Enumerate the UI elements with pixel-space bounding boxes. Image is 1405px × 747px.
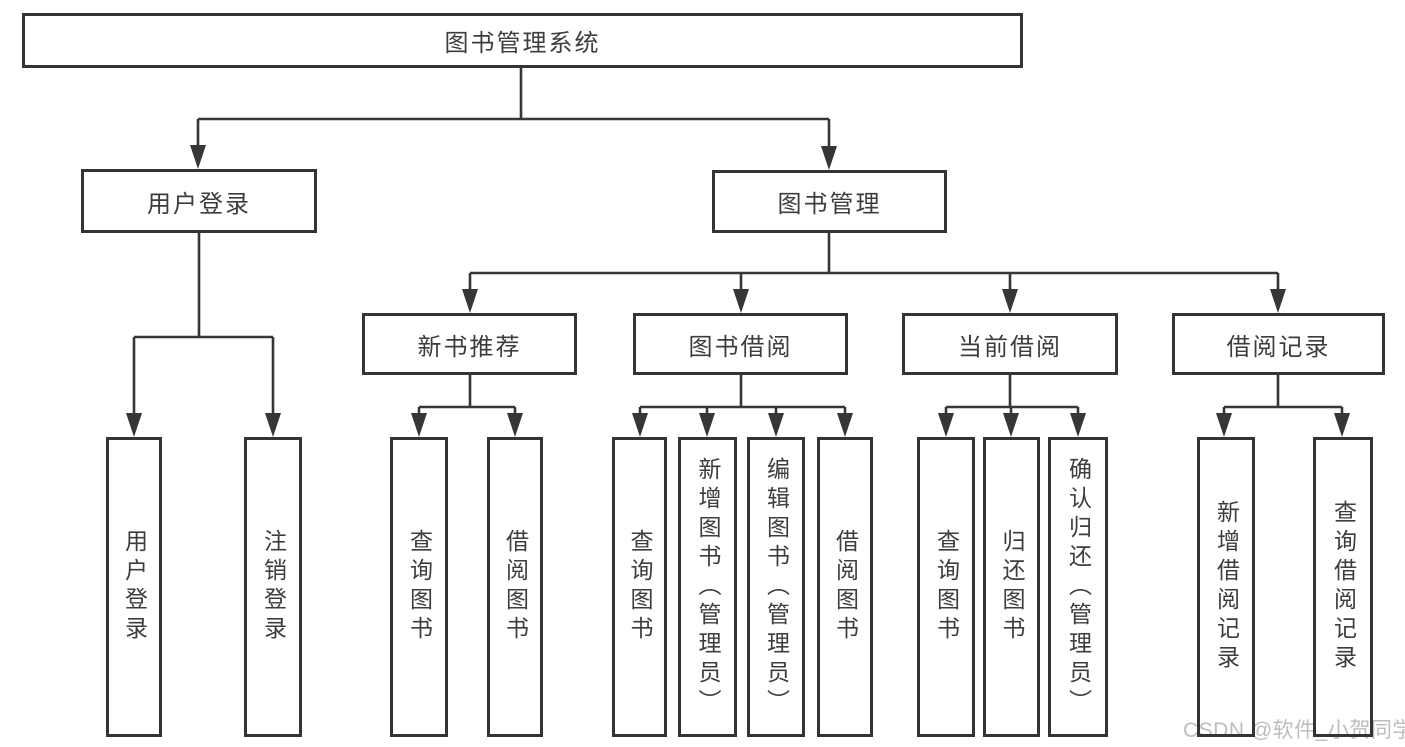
leaf-query-books-3: 查询图书 [917,437,975,737]
node-label: 图书管理 [777,191,882,218]
connector-user-login-branch [132,231,275,420]
node-label: 查询图书 [406,529,433,645]
arrowhead [1070,413,1086,437]
node-label: 注销登录 [260,529,287,645]
arrowhead [1003,413,1019,437]
node-label: 新书推荐 [417,333,522,361]
node-label: 新增图书（管理员） [695,456,721,718]
arrowhead [462,289,478,313]
connector-book-mgmt-branch [468,231,1280,292]
connector-current-branch [944,373,1080,420]
node-label: 图书管理系统 [444,30,601,57]
arrowhead [190,145,206,169]
connector-borrow-branch [638,373,847,420]
arrowhead [699,413,715,437]
node-label: 查询图书 [627,529,653,645]
arrowhead [1334,413,1350,437]
node-label: 用户登录 [147,190,251,218]
node-book-borrow: 图书借阅 [633,313,848,375]
leaf-logout: 注销登录 [244,437,302,737]
arrowhead [1002,289,1018,313]
node-label: 编辑图书（管理员） [763,456,790,718]
arrowhead [126,413,142,437]
node-label: 查询图书 [933,529,960,645]
connector-record-branch [1222,373,1344,420]
node-label: 新增借阅记录 [1213,500,1240,674]
arrowhead [821,146,837,170]
leaf-confirm-return-admin: 确认归还（管理员） [1048,437,1108,737]
connector-root-to-level2 [196,65,831,150]
node-user-login: 用户登录 [81,169,317,233]
node-label: 用户登录 [121,529,148,645]
node-book-management: 图书管理 [712,170,947,233]
node-current-borrow: 当前借阅 [902,313,1118,375]
node-label: 归还图书 [999,529,1025,645]
node-label: 图书借阅 [688,333,793,361]
arrowhead [938,413,954,437]
arrowhead [1270,289,1286,313]
leaf-edit-book-admin: 编辑图书（管理员） [747,437,805,737]
leaf-query-books-1: 查询图书 [390,437,448,737]
leaf-add-borrow-record: 新增借阅记录 [1197,437,1255,737]
leaf-borrow-books-2: 借阅图书 [817,437,873,737]
arrowhead [733,289,749,313]
node-label: 确认归还（管理员） [1065,456,1092,718]
csdn-watermark: CSDN @软件_小贺同学 [1183,719,1405,742]
node-label: 借阅图书 [502,529,529,645]
leaf-query-books-2: 查询图书 [612,437,667,737]
arrowhead [507,413,523,437]
arrowhead [837,413,853,437]
leaf-user-login: 用户登录 [106,437,162,737]
node-label: 借阅图书 [832,529,859,645]
node-label: 当前借阅 [958,333,1062,361]
leaf-add-book-admin: 新增图书（管理员） [678,437,737,737]
connector-newbook-branch [417,373,517,420]
arrowhead [265,413,281,437]
node-label: 查询借阅记录 [1330,500,1357,674]
arrowhead [768,413,784,437]
node-label: 借阅记录 [1226,333,1331,361]
node-borrow-records: 借阅记录 [1172,313,1385,375]
leaf-return-book: 归还图书 [983,437,1040,737]
arrowhead [411,413,427,437]
leaf-query-borrow-record: 查询借阅记录 [1313,437,1373,737]
node-root-system: 图书管理系统 [22,13,1023,68]
arrowhead [632,413,648,437]
node-new-book-recommend: 新书推荐 [362,313,577,375]
leaf-borrow-books-1: 借阅图书 [487,437,543,737]
arrowhead [1216,413,1232,437]
